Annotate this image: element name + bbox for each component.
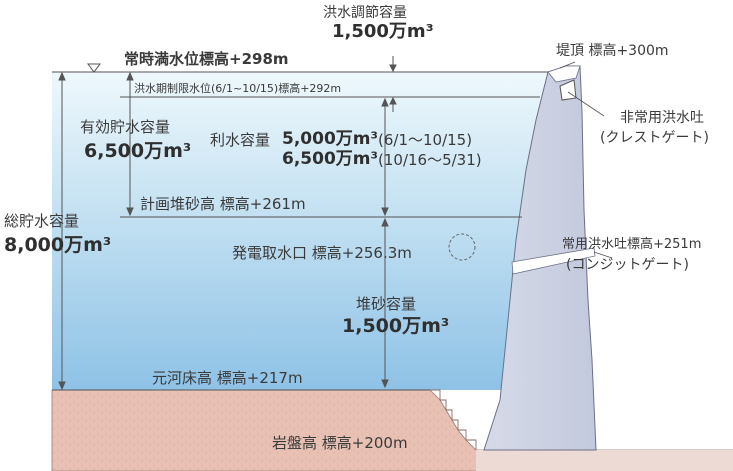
flood-control-value: 1,500万m³ (332, 21, 434, 42)
power-intake-label: 発電取水口 標高+256.3m (232, 244, 412, 262)
conduit-gate-icon (511, 247, 596, 275)
flood-limit-level-label: 洪水期制限水位(6/1~10/15)標高+292m (134, 82, 342, 95)
water-use-arrow (381, 97, 389, 217)
bedrock-label: 岩盤高 標高+200m (272, 434, 408, 452)
foundation-strip (476, 450, 733, 471)
sediment-arrow (381, 217, 389, 389)
effective-storage-title: 有効貯水容量 (80, 118, 171, 136)
crest-label: 堤頂 標高+300m (556, 43, 669, 59)
normal-water-level-label: 常時満水位標高+298m (124, 50, 289, 68)
bedrock-step-edge (430, 389, 477, 450)
water-use-period-1: (6/1～10/15) (378, 131, 473, 149)
regular-spillway-leader (593, 251, 613, 259)
total-storage-arrow (58, 71, 66, 391)
total-storage-value: 8,000万m³ (4, 234, 112, 256)
water-use-value-2: 6,500万m³ (282, 149, 378, 169)
planned-sediment-level-label: 計画堆砂高 標高+261m (140, 195, 306, 213)
effective-storage-arrow (126, 71, 134, 217)
sediment-value: 1,500万m³ (342, 315, 450, 337)
water-use-value-1: 5,000万m³ (282, 129, 378, 149)
water-use-title: 利水容量 (210, 131, 271, 149)
emergency-spillway-sub: (クレストゲート) (600, 130, 709, 146)
original-riverbed-label: 元河床高 標高+217m (152, 369, 303, 387)
effective-storage-value: 6,500万m³ (84, 140, 192, 162)
regular-spillway-sub: (コンジットゲート) (566, 257, 689, 273)
regular-spillway-title: 常用洪水吐標高+251m (562, 237, 702, 252)
water-use-period-2: (10/16～5/31) (378, 151, 482, 169)
total-storage-title: 総貯水容量 (4, 212, 80, 230)
crest-leader (559, 61, 576, 69)
water-level-marker-icon (87, 63, 101, 73)
flood-control-arrow (389, 56, 397, 112)
emergency-spillway-title: 非常用洪水吐 (620, 110, 704, 126)
power-intake-icon (448, 233, 476, 261)
reservoir-water (52, 72, 548, 390)
emergency-spillway-leader (567, 91, 605, 117)
flood-control-title: 洪水調節容量 (323, 5, 407, 21)
sediment-title: 堆砂容量 (356, 295, 417, 313)
